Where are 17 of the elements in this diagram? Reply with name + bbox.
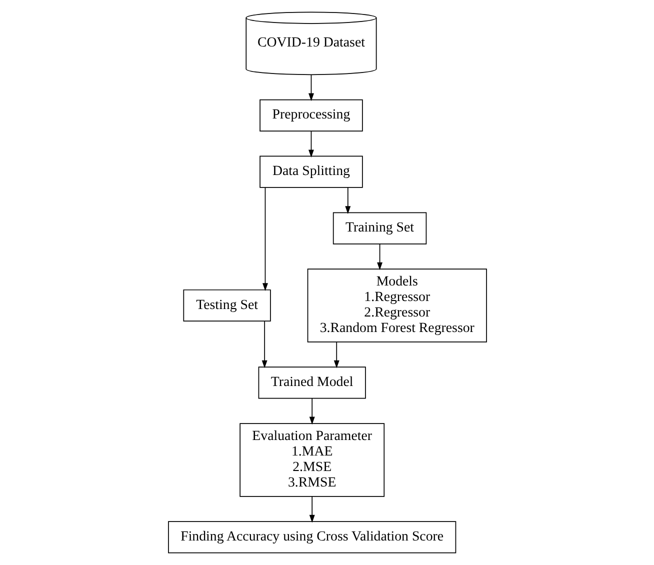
- node-box: Testing Set: [182, 289, 270, 322]
- arrow: [344, 187, 350, 214]
- arrow: [308, 496, 314, 523]
- arrow: [376, 243, 382, 270]
- node-box: Evaluation Parameter 1.MAE 2.MSE 3.RMSE: [239, 423, 384, 497]
- arrow: [308, 398, 314, 425]
- node-box: Preprocessing: [259, 99, 362, 132]
- arrow: [308, 130, 314, 158]
- node-box: Finding Accuracy using Cross Validation Score: [168, 521, 456, 554]
- arrow: [333, 342, 339, 368]
- node-box: Training Set: [332, 212, 426, 244]
- arrow: [308, 74, 314, 102]
- node-box: Data Splitting: [259, 156, 362, 188]
- node-box: Models 1.Regressor 2.Regressor 3.Random Forest Regressor: [306, 268, 486, 342]
- arrow: [262, 187, 268, 291]
- arrow: [261, 320, 267, 368]
- node-box: Trained Model: [258, 366, 366, 399]
